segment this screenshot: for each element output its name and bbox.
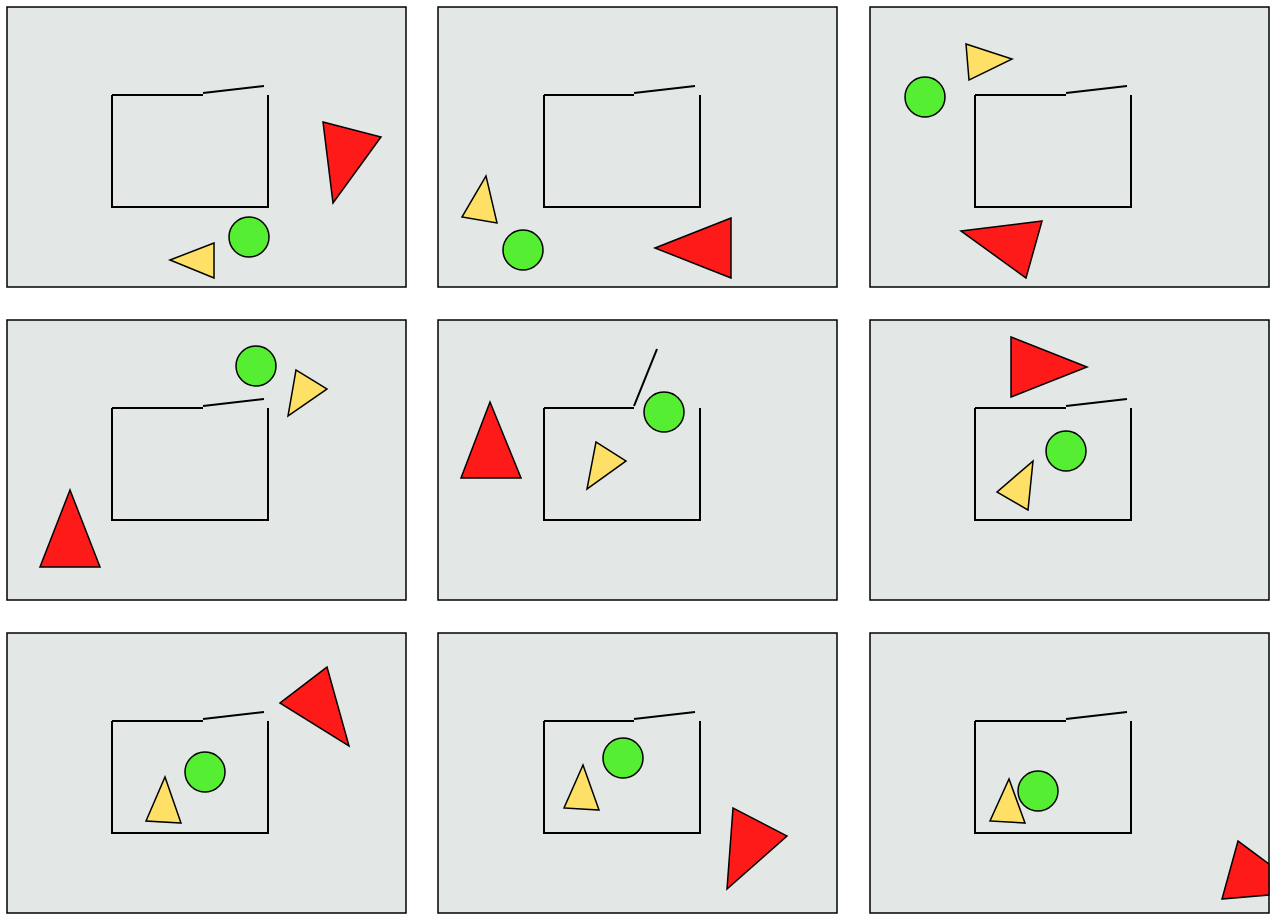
circle <box>904 76 946 118</box>
panel-5 <box>437 319 838 601</box>
small-triangle <box>167 241 215 280</box>
large-triangle <box>278 665 351 748</box>
panel-frame <box>869 6 1270 288</box>
box-outline <box>543 721 701 834</box>
panel-1 <box>6 6 407 288</box>
small-triangle <box>988 777 1027 824</box>
large-triangle <box>322 120 383 205</box>
panel-9 <box>869 632 1270 914</box>
box-door <box>1065 711 1128 720</box>
box-door <box>1065 398 1128 407</box>
box-door <box>1065 85 1128 94</box>
box-outline <box>543 408 701 521</box>
circle <box>643 391 685 433</box>
box-door <box>633 85 696 94</box>
panel-3 <box>869 6 1270 288</box>
circle <box>1045 430 1087 472</box>
box-door <box>202 85 265 94</box>
small-triangle <box>562 762 601 811</box>
circle <box>184 751 226 793</box>
panel-8 <box>437 632 838 914</box>
circle <box>228 216 270 258</box>
box-door <box>202 711 265 720</box>
small-triangle <box>460 173 498 224</box>
panel-frame <box>869 632 1270 914</box>
small-triangle <box>286 368 329 418</box>
circle <box>502 229 544 271</box>
large-triangle <box>652 216 732 280</box>
large-triangle <box>1010 335 1090 399</box>
panel-4 <box>6 319 407 601</box>
panel-frame <box>437 6 838 288</box>
large-triangle <box>726 806 789 891</box>
box-outline <box>111 408 269 521</box>
large-triangle <box>459 399 523 479</box>
box-outline <box>974 95 1132 208</box>
circle <box>235 345 277 387</box>
large-triangle <box>959 220 1044 280</box>
box-outline <box>974 408 1132 521</box>
box-door <box>633 711 696 720</box>
panel-frame <box>437 632 838 914</box>
box-outline <box>974 721 1132 834</box>
panel-6 <box>869 319 1270 601</box>
small-triangle <box>965 42 1014 82</box>
box-outline <box>111 95 269 208</box>
small-triangle <box>585 440 628 491</box>
circle <box>1017 770 1059 812</box>
large-triangle <box>38 487 102 568</box>
box-door-open <box>633 348 658 407</box>
box-door <box>202 398 265 407</box>
box-outline <box>543 95 701 208</box>
circle <box>602 737 644 779</box>
box-outline <box>111 721 269 834</box>
panel-7 <box>6 632 407 914</box>
panel-2 <box>437 6 838 288</box>
small-triangle <box>144 774 183 824</box>
large-triangle <box>1220 839 1270 900</box>
small-triangle <box>995 459 1034 512</box>
